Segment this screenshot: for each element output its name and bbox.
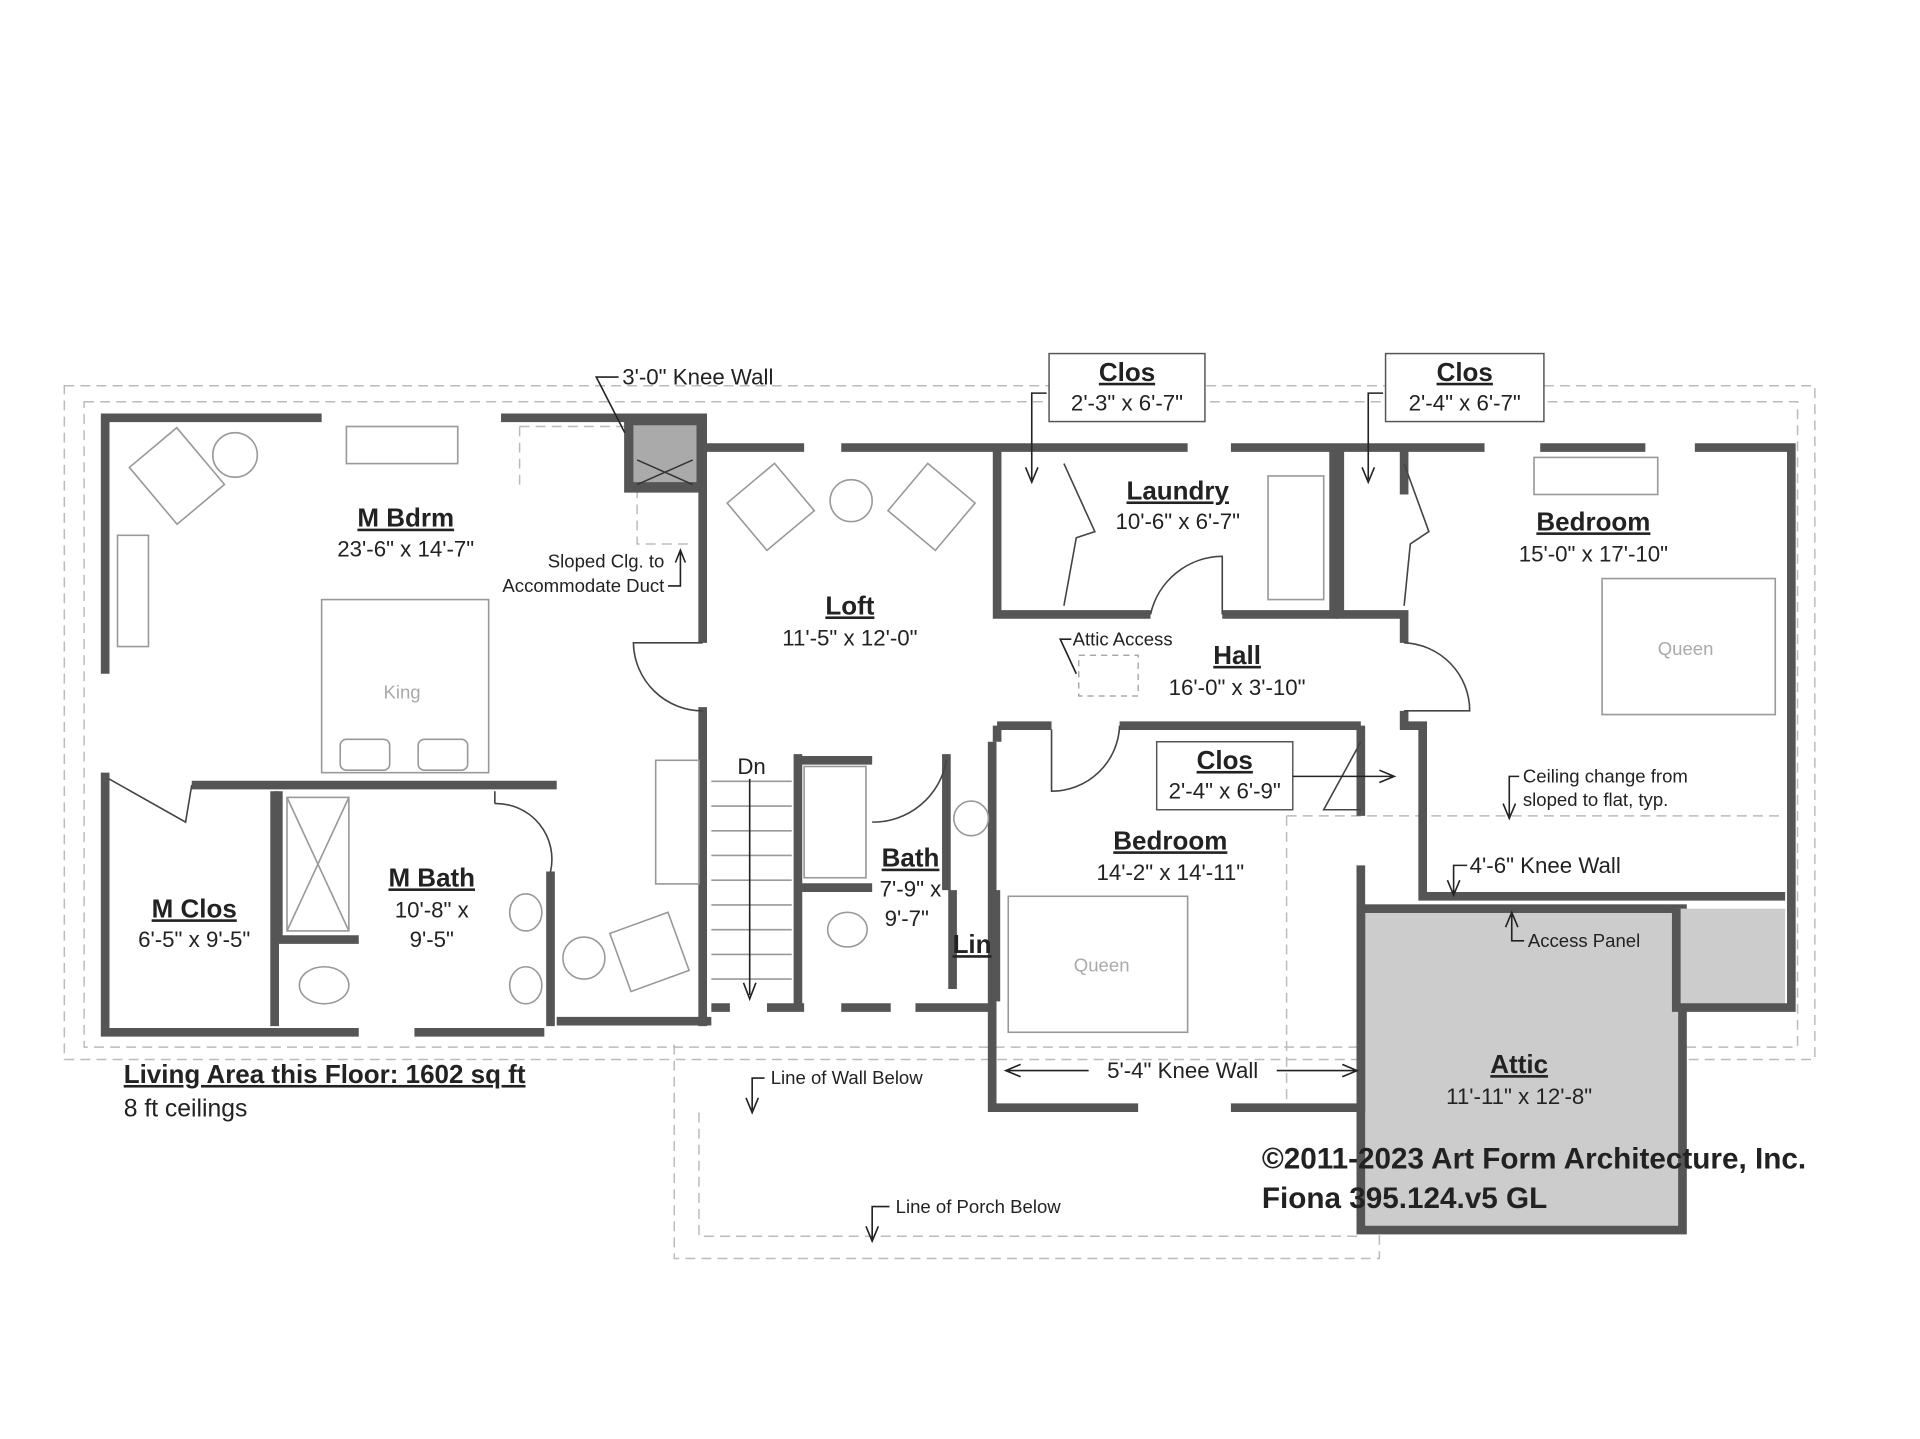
annotations: 3'-0" Knee Wall Sloped Clg. to Accommoda… <box>502 364 1688 1244</box>
laundry-size: 10'-6" x 6'-7" <box>1115 509 1240 534</box>
loft-name: Loft <box>825 590 874 620</box>
m-bath-size-1: 10'-8" x <box>395 897 469 922</box>
bedroom-mid-name: Bedroom <box>1113 825 1227 855</box>
sloped-note-1: Sloped Clg. to <box>548 550 665 571</box>
bedroom-mid-size: 14'-2" x 14'-11" <box>1096 860 1244 885</box>
wall-below-note: Line of Wall Below <box>771 1067 924 1088</box>
queen-bed-right-label: Queen <box>1658 638 1714 659</box>
m-clos-size: 6'-5" x 9'-5" <box>138 927 250 952</box>
m-bdrm-name: M Bdrm <box>357 503 454 533</box>
laundry-name: Laundry <box>1126 475 1229 505</box>
lines-below <box>63 384 1816 1260</box>
queen-bed-mid-label: Queen <box>1074 955 1130 976</box>
attic-name: Attic <box>1490 1049 1548 1079</box>
attic-access-note: Attic Access <box>1073 628 1173 649</box>
knee-wall-46-note: 4'-6" Knee Wall <box>1470 853 1621 878</box>
clos-bedroom2-name: Clos <box>1197 745 1253 775</box>
walls <box>100 413 1796 1113</box>
lin-name: Lin <box>953 929 992 959</box>
m-clos-name: M Clos <box>152 893 237 923</box>
loft-size: 11'-5" x 12'-0" <box>782 625 917 650</box>
king-bed-label: King <box>384 681 421 702</box>
stairs: Dn <box>711 754 792 1002</box>
plan-id: Fiona 395.124.v5 GL <box>1262 1182 1547 1215</box>
sloped-note-2: Accommodate Duct <box>502 575 665 596</box>
doors <box>108 463 1471 872</box>
clos-laundry-size: 2'-3" x 6'-7" <box>1071 390 1183 415</box>
m-bath-size-2: 9'-5" <box>410 927 454 952</box>
attic-area <box>1356 904 1687 1235</box>
m-bdrm-size: 23'-6" x 14'-7" <box>337 536 474 561</box>
bath-name: Bath <box>882 843 940 873</box>
furniture: King Queen Queen <box>116 425 1777 1034</box>
living-area: Living Area this Floor: 1602 sq ft <box>124 1059 526 1089</box>
clos-bedroom2-size: 2'-4" x 6'-9" <box>1169 779 1281 804</box>
ceiling-note-1: Ceiling change from <box>1523 766 1688 787</box>
ceiling-height: 8 ft ceilings <box>124 1095 248 1122</box>
clos-laundry-name: Clos <box>1099 357 1155 387</box>
room-labels: M Bdrm 23'-6" x 14'-7" Loft 11'-5" x 12'… <box>138 352 1668 1109</box>
knee-wall-54-note: 5'-4" Knee Wall <box>1107 1058 1258 1083</box>
ceiling-note-2: sloped to flat, typ. <box>1523 789 1668 810</box>
bath-size-2: 9'-7" <box>885 906 929 931</box>
copyright: ©2011-2023 Art Form Architecture, Inc. <box>1262 1142 1806 1175</box>
attic-side-area <box>1676 908 1786 1008</box>
bedroom-right-name: Bedroom <box>1536 506 1650 536</box>
access-panel-note: Access Panel <box>1528 930 1640 951</box>
bedroom-right-size: 15'-0" x 17'-10" <box>1519 541 1668 566</box>
attic-size: 11'-11" x 12'-8" <box>1446 1084 1592 1109</box>
stairs-down-label: Dn <box>737 754 765 779</box>
knee-wall-3-note: 3'-0" Knee Wall <box>622 364 773 389</box>
bath-size-1: 7'-9" x <box>880 876 942 901</box>
porch-below-note: Line of Porch Below <box>896 1196 1062 1217</box>
m-bath-name: M Bath <box>388 862 475 892</box>
hall-size: 16'-0" x 3'-10" <box>1169 675 1306 700</box>
clos-bedroom-name: Clos <box>1437 357 1493 387</box>
hall-name: Hall <box>1213 640 1261 670</box>
clos-bedroom-size: 2'-4" x 6'-7" <box>1409 390 1521 415</box>
